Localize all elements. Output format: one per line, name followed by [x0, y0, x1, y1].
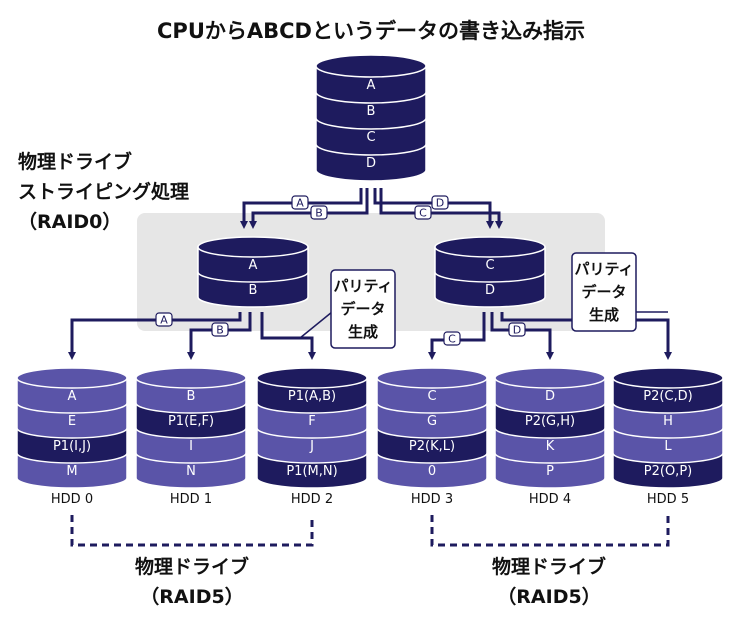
disk-segment-label: B [187, 389, 196, 404]
svg-text:C: C [448, 333, 456, 346]
top-tags: AB CD [291, 195, 449, 220]
disk-segment-label: A [249, 258, 258, 273]
disk-segment-label: 0 [428, 464, 436, 479]
svg-text:D: D [436, 197, 444, 210]
top-tag-a: A [291, 195, 309, 210]
svg-text:C: C [419, 207, 427, 220]
callout-left-line2: データ [340, 300, 385, 318]
page-title: CPUからABCDというデータの書き込み指示 [157, 19, 585, 43]
hdd-3-label: HDD 3 [411, 492, 453, 507]
raid5-brackets [70, 515, 670, 547]
lower-tag-a: A [155, 312, 173, 327]
callout-right-line2: データ [581, 283, 626, 301]
disk-segment-label: C [366, 130, 375, 145]
callout-right-line3: 生成 [589, 306, 619, 324]
svg-text:D: D [513, 324, 521, 337]
raid0-disk-right: CD [434, 236, 546, 308]
disk-segment-label: P [546, 464, 554, 479]
raid0-label-line2: ストライピング処理 [18, 180, 189, 203]
disk-segment-label: D [366, 156, 376, 171]
hdd-4-label: HDD 4 [529, 492, 571, 507]
disk-segment-label: L [664, 439, 672, 454]
disk-segment-label: J [309, 439, 314, 454]
top-tag-b: B [310, 205, 328, 220]
hdd-3-disk: CG P2(K,L) 0 [376, 367, 488, 489]
raid0-label-line1: 物理ドライブ [18, 150, 132, 173]
lower-tags: A B C D [155, 312, 526, 346]
raid5-label-left-line1: 物理ドライブ [135, 555, 249, 578]
disk-segment-label: E [68, 414, 76, 429]
raid5-label-right-line2: （RAID5） [497, 585, 600, 608]
callout-left-line3: 生成 [348, 323, 378, 341]
cpu-disk: ABCD [315, 54, 427, 182]
top-tag-c: C [414, 205, 432, 220]
disk-segment-label: P2(G,H) [525, 414, 575, 429]
svg-text:B: B [216, 324, 224, 337]
raid5-label-right-line1: 物理ドライブ [492, 555, 606, 578]
raid0-disk-left: AB [197, 236, 309, 308]
hdd-2-disk: P1(A,B) FJ P1(M,N) [256, 367, 368, 489]
disk-segment-label: G [427, 414, 437, 429]
disk-segment-label: A [68, 389, 77, 404]
disk-segment-label: P1(E,F) [168, 414, 214, 429]
disk-segment-label: D [485, 283, 495, 298]
svg-text:A: A [296, 197, 304, 210]
lower-tag-c: C [443, 331, 461, 346]
disk-segment-label: A [367, 78, 376, 93]
disk-segment-label: P1(I,J) [53, 439, 91, 454]
hdd-1-disk: B P1(E,F) IN [135, 367, 247, 489]
hdd-5-disk: P2(C,D) HL P2(O,P) [612, 367, 724, 489]
top-tag-d: D [431, 195, 449, 210]
parity-callout-left: パリティ データ 生成 [299, 269, 396, 349]
hdd-4-disk: D P2(G,H) KP [494, 367, 606, 489]
disk-segment-label: B [249, 283, 258, 298]
disk-segment-label: N [186, 464, 196, 479]
hdd-0-disk: AE P1(I,J) M [16, 367, 128, 489]
hdd-1-label: HDD 1 [170, 492, 212, 507]
hdd-0-label: HDD 0 [51, 492, 93, 507]
svg-text:B: B [315, 207, 323, 220]
disk-segment-label: B [367, 104, 376, 119]
disk-segment-label: D [545, 389, 555, 404]
hdd-2-label: HDD 2 [291, 492, 333, 507]
disk-segment-label: P1(M,N) [286, 464, 337, 479]
disk-segment-label: P2(O,P) [644, 464, 692, 479]
disk-segment-label: P1(A,B) [288, 389, 336, 404]
raid5-label-left-line2: （RAID5） [140, 585, 243, 608]
lower-tag-d: D [508, 322, 526, 337]
parity-callout-right: パリティ データ 生成 [571, 252, 668, 332]
disk-segment-label: P2(K,L) [409, 439, 455, 454]
disk-segment-label: I [189, 439, 193, 454]
disk-segment-label: M [66, 464, 77, 479]
callout-left-line1: パリティ [333, 277, 392, 295]
disk-segment-label: H [663, 414, 673, 429]
lower-tag-b: B [211, 322, 229, 337]
callout-right-line1: パリティ [574, 260, 633, 278]
raid0-label-line3: （RAID0） [18, 210, 121, 233]
disk-segment-label: K [546, 439, 555, 454]
disk-segment-label: F [308, 414, 315, 429]
disk-segment-label: C [485, 258, 494, 273]
svg-text:A: A [160, 314, 168, 327]
disk-segment-label: P2(C,D) [643, 389, 692, 404]
disk-segment-label: C [427, 389, 436, 404]
hdd-5-label: HDD 5 [647, 492, 689, 507]
